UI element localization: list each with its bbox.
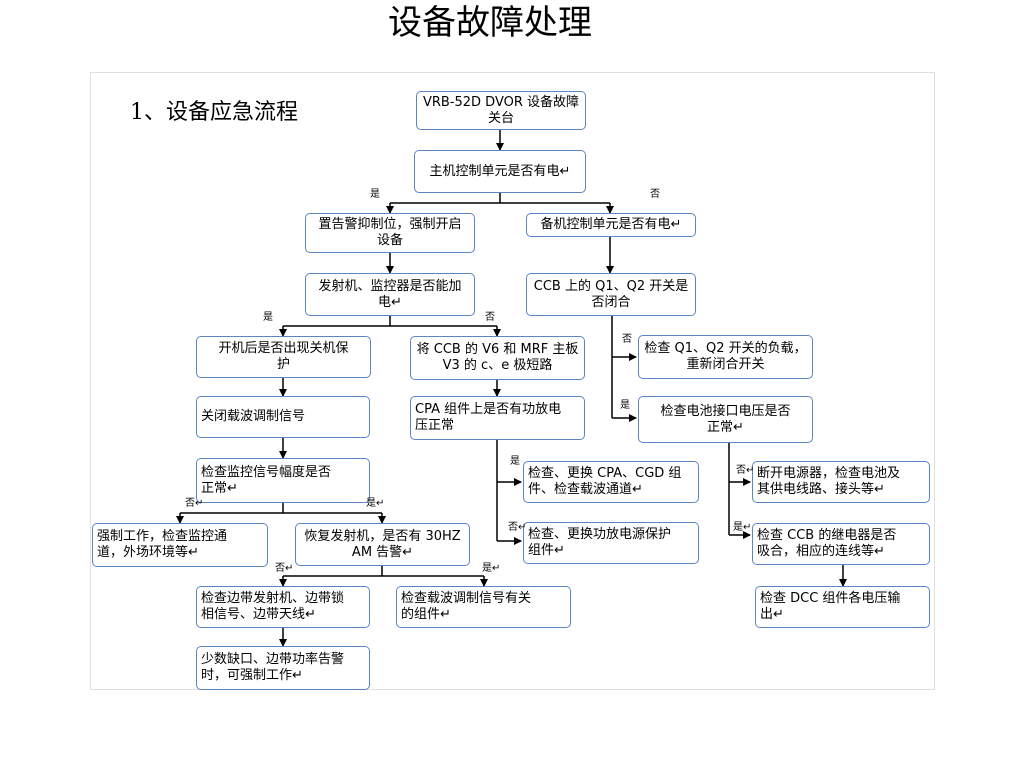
branch-label-no: 否↵ — [508, 522, 527, 533]
branch-label-no: 否 — [622, 334, 632, 345]
node-forced-work: 强制工作，检查监控通 道，外场环境等↵ — [92, 523, 268, 567]
section-title: 1、设备应急流程 — [130, 100, 298, 125]
node-battery-voltage: 检查电池接口电压是否 正常↵ — [638, 396, 813, 443]
branch-label-yes: 是↵ — [482, 563, 501, 574]
branch-label-no: 否↵ — [275, 563, 294, 574]
diagram-frame — [90, 72, 935, 690]
branch-label-yes: 是 — [620, 400, 630, 411]
node-shutdown-protection: 开机后是否出现关机保 护 — [196, 336, 371, 378]
node-force-work-on-alarm: 少数缺口、边带功率告警 时，可强制工作↵ — [196, 646, 370, 690]
branch-label-no: 否↵ — [185, 498, 204, 509]
branch-label-no: 否 — [650, 189, 660, 200]
node-check-dcc-voltage: 检查 DCC 组件各电压输 出↵ — [755, 586, 930, 628]
node-ccb-switch-closed: CCB 上的 Q1、Q2 开关是 否闭合 — [526, 273, 696, 316]
branch-label-yes: 是 — [370, 189, 380, 200]
node-main-control-power: 主机控制单元是否有电↵ — [414, 150, 586, 193]
branch-label-yes: 是↵ — [366, 498, 385, 509]
node-restore-transmitter: 恢复发射机，是否有 30HZ AM 告警↵ — [295, 523, 470, 566]
branch-label-yes: 是 — [263, 312, 273, 323]
node-check-ccb-relay: 检查 CCB 的继电器是否 吸合，相应的连线等↵ — [752, 523, 930, 565]
branch-label-yes: 是↵ — [733, 522, 752, 533]
node-cpa-power-voltage: CPA 组件上是否有功放电 压正常 — [410, 396, 585, 440]
node-short-ccb-mrf: 将 CCB 的 V6 和 MRF 主板 V3 的 c、e 极短路 — [410, 336, 585, 380]
node-monitor-signal-amplitude: 检查监控信号幅度是否 正常↵ — [196, 458, 370, 503]
node-replace-pa-protection: 检查、更换功放电源保护 组件↵ — [523, 522, 699, 564]
node-check-q1-q2-load: 检查 Q1、Q2 开关的负载， 重新闭合开关 — [638, 335, 813, 379]
branch-label-yes: 是 — [510, 456, 520, 467]
branch-label-no: 否↵ — [736, 465, 755, 476]
branch-label-no: 否 — [485, 312, 495, 323]
node-device-fault-shutdown: VRB-52D DVOR 设备故障 关台 — [416, 91, 586, 130]
node-close-carrier-modulation: 关闭载波调制信号 — [196, 396, 370, 438]
node-check-sideband: 检查边带发射机、边带锁 相信号、边带天线↵ — [196, 586, 370, 628]
node-standby-control-power: 备机控制单元是否有电↵ — [526, 213, 696, 237]
node-force-start: 置告警抑制位，强制开启 设备 — [305, 213, 475, 253]
node-replace-cpa-cgd: 检查、更换 CPA、CGD 组 件、检查载波通道↵ — [523, 461, 699, 503]
page-title: 设备故障处理 — [388, 3, 592, 43]
node-check-carrier-components: 检查载波调制信号有关 的组件↵ — [396, 586, 571, 628]
node-disconnect-power: 断开电源器，检查电池及 其供电线路、接头等↵ — [752, 461, 930, 503]
node-transmitter-power: 发射机、监控器是否能加 电↵ — [305, 273, 475, 316]
